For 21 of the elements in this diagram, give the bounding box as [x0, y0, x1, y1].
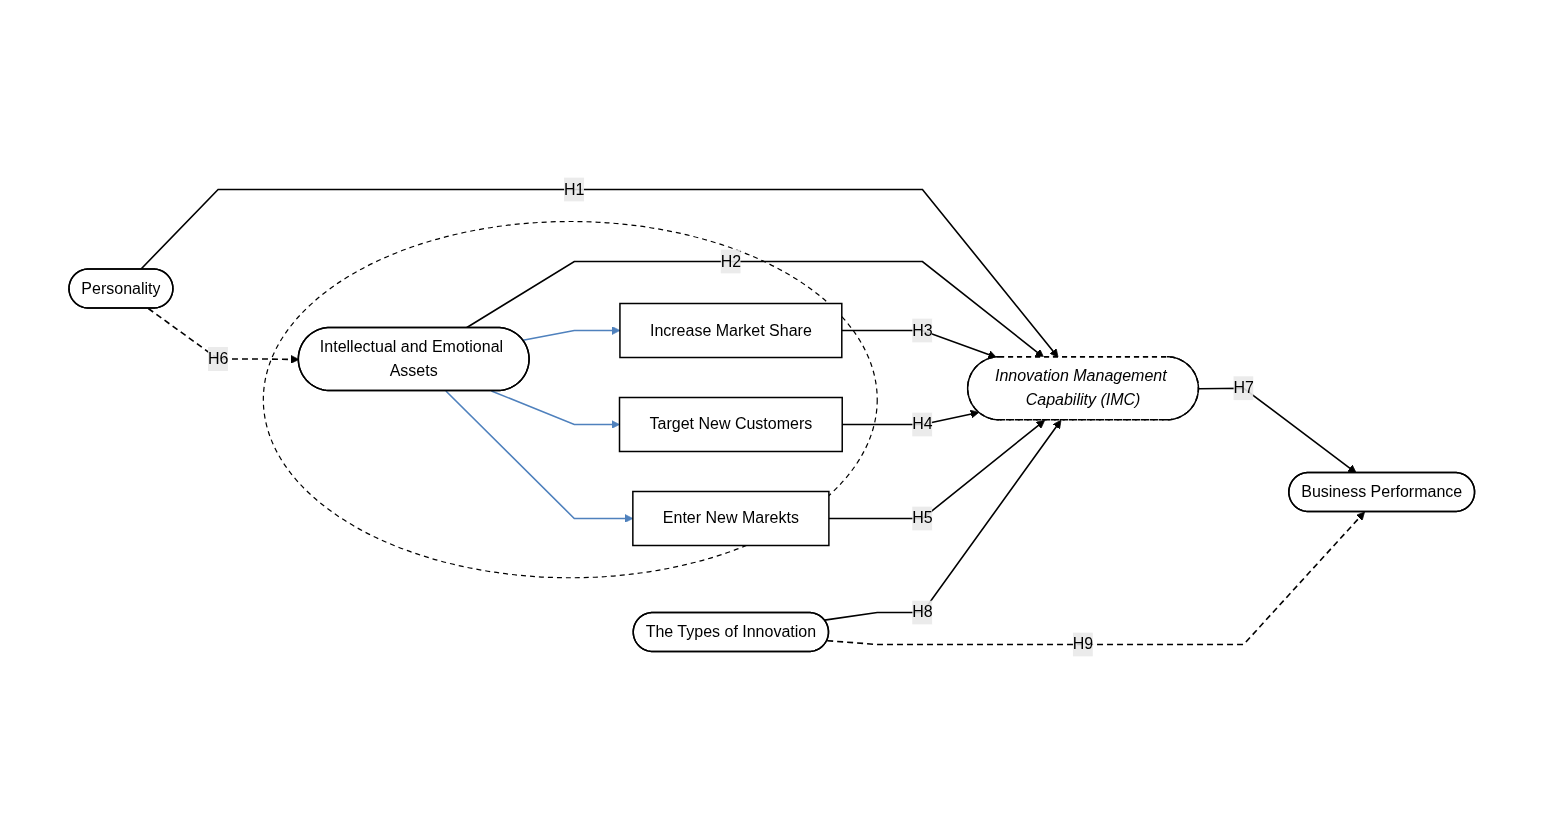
edge-label: H9 [1072, 635, 1093, 653]
arrow [147, 307, 299, 364]
arrow [444, 390, 633, 523]
cluster [262, 220, 878, 579]
node-box: Target New Customers [618, 396, 843, 453]
edge-label: H2 [720, 252, 741, 270]
edge-label: H1 [563, 180, 585, 198]
edge-label: H3 [911, 321, 933, 339]
edge-label: H4 [911, 415, 933, 433]
edge-label: H8 [911, 603, 933, 621]
arrow [826, 511, 1365, 646]
node-box: Enter New Marekts [631, 490, 830, 547]
arrow [490, 390, 620, 429]
arrow [465, 260, 1044, 358]
arrow [823, 419, 1062, 621]
edge-label: H5 [911, 509, 933, 527]
node-box: Increase Market Share [618, 302, 843, 359]
arrow [139, 188, 1059, 358]
edge-label: H7 [1233, 379, 1254, 397]
edge-label: H6 [207, 350, 229, 367]
arrow [841, 409, 979, 426]
